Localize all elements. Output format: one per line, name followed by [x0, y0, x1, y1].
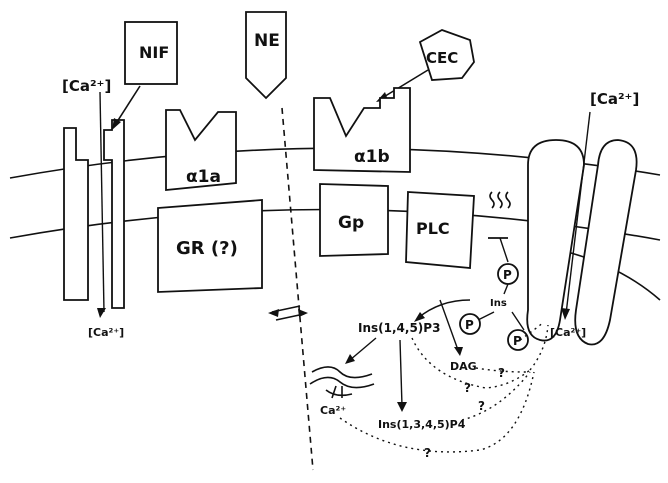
ne-arrow-shape: [246, 12, 286, 98]
ca-in-left-label: [Ca²⁺]: [88, 326, 124, 339]
right-channel-right-half: [575, 140, 636, 345]
ip3-to-er-arrow: [350, 338, 376, 360]
question-mark-1: ?: [498, 366, 505, 380]
dag-label: DAG: [450, 360, 477, 373]
ca-out-left-label: [Ca²⁺]: [62, 77, 111, 95]
er-release-arrow: [332, 386, 342, 398]
gp-label: Gp: [338, 213, 364, 233]
question-mark-4: ?: [424, 446, 431, 460]
pip2-to-dag-arrowhead: [454, 347, 463, 356]
pip2-to-ip3-arrow: [418, 300, 470, 318]
nif-arrow: [115, 86, 140, 125]
phosphate-label-left: P: [465, 318, 474, 332]
feedback-ip4[interactable]: [462, 372, 530, 420]
a1a-label: α1a: [186, 167, 221, 187]
right-channel-pore-arrowhead: [561, 308, 570, 320]
ip3-to-er-arrowhead: [345, 354, 355, 364]
ne-divider-dashed-line[interactable]: [282, 108, 313, 470]
phosphate-label-top: P: [503, 268, 512, 282]
pip2-to-dag-arrow: [440, 300, 458, 350]
a1b-label: α1b: [354, 147, 390, 167]
ip3-label: Ins(1,4,5)P3: [358, 321, 440, 335]
question-mark-3: ?: [478, 399, 485, 413]
cec-label: CEC: [426, 49, 458, 67]
ca-out-right-label: [Ca²⁺]: [590, 90, 639, 108]
ne-label: NE: [254, 31, 280, 51]
phosphate-stem: [504, 284, 508, 294]
crosstalk-arrowhead-right: [298, 309, 308, 317]
left-channel-pore-arrow: [100, 92, 104, 312]
crosstalk-arrowhead-left: [268, 309, 279, 317]
ca-in-right-label: [Ca²⁺]: [550, 326, 586, 339]
left-channel-pore-arrowhead: [97, 308, 106, 318]
ip3-to-ip4-arrow: [400, 340, 402, 406]
ins-to-left-phosphate: [478, 312, 494, 320]
feedback-ca-store[interactable]: [340, 372, 534, 452]
phosphate-label-right: P: [513, 334, 522, 348]
nif-label: NIF: [139, 43, 169, 62]
lipid-stem: [500, 238, 508, 262]
ip3-to-ip4-arrowhead: [397, 402, 407, 412]
left-channel: [64, 128, 88, 300]
left-channel-right-half: [104, 120, 124, 308]
plc-label: PLC: [416, 219, 450, 238]
lipid-tail-squiggle: [490, 192, 510, 208]
ip4-label: Ins(1,3,4,5)P4: [378, 418, 466, 431]
gr-label: GR (?): [176, 238, 238, 259]
ins-to-right-phosphate: [512, 312, 524, 330]
ins-label: Ins: [490, 298, 507, 309]
question-mark-2: ?: [464, 381, 471, 395]
ca-store-label: Ca²⁺: [320, 404, 346, 417]
